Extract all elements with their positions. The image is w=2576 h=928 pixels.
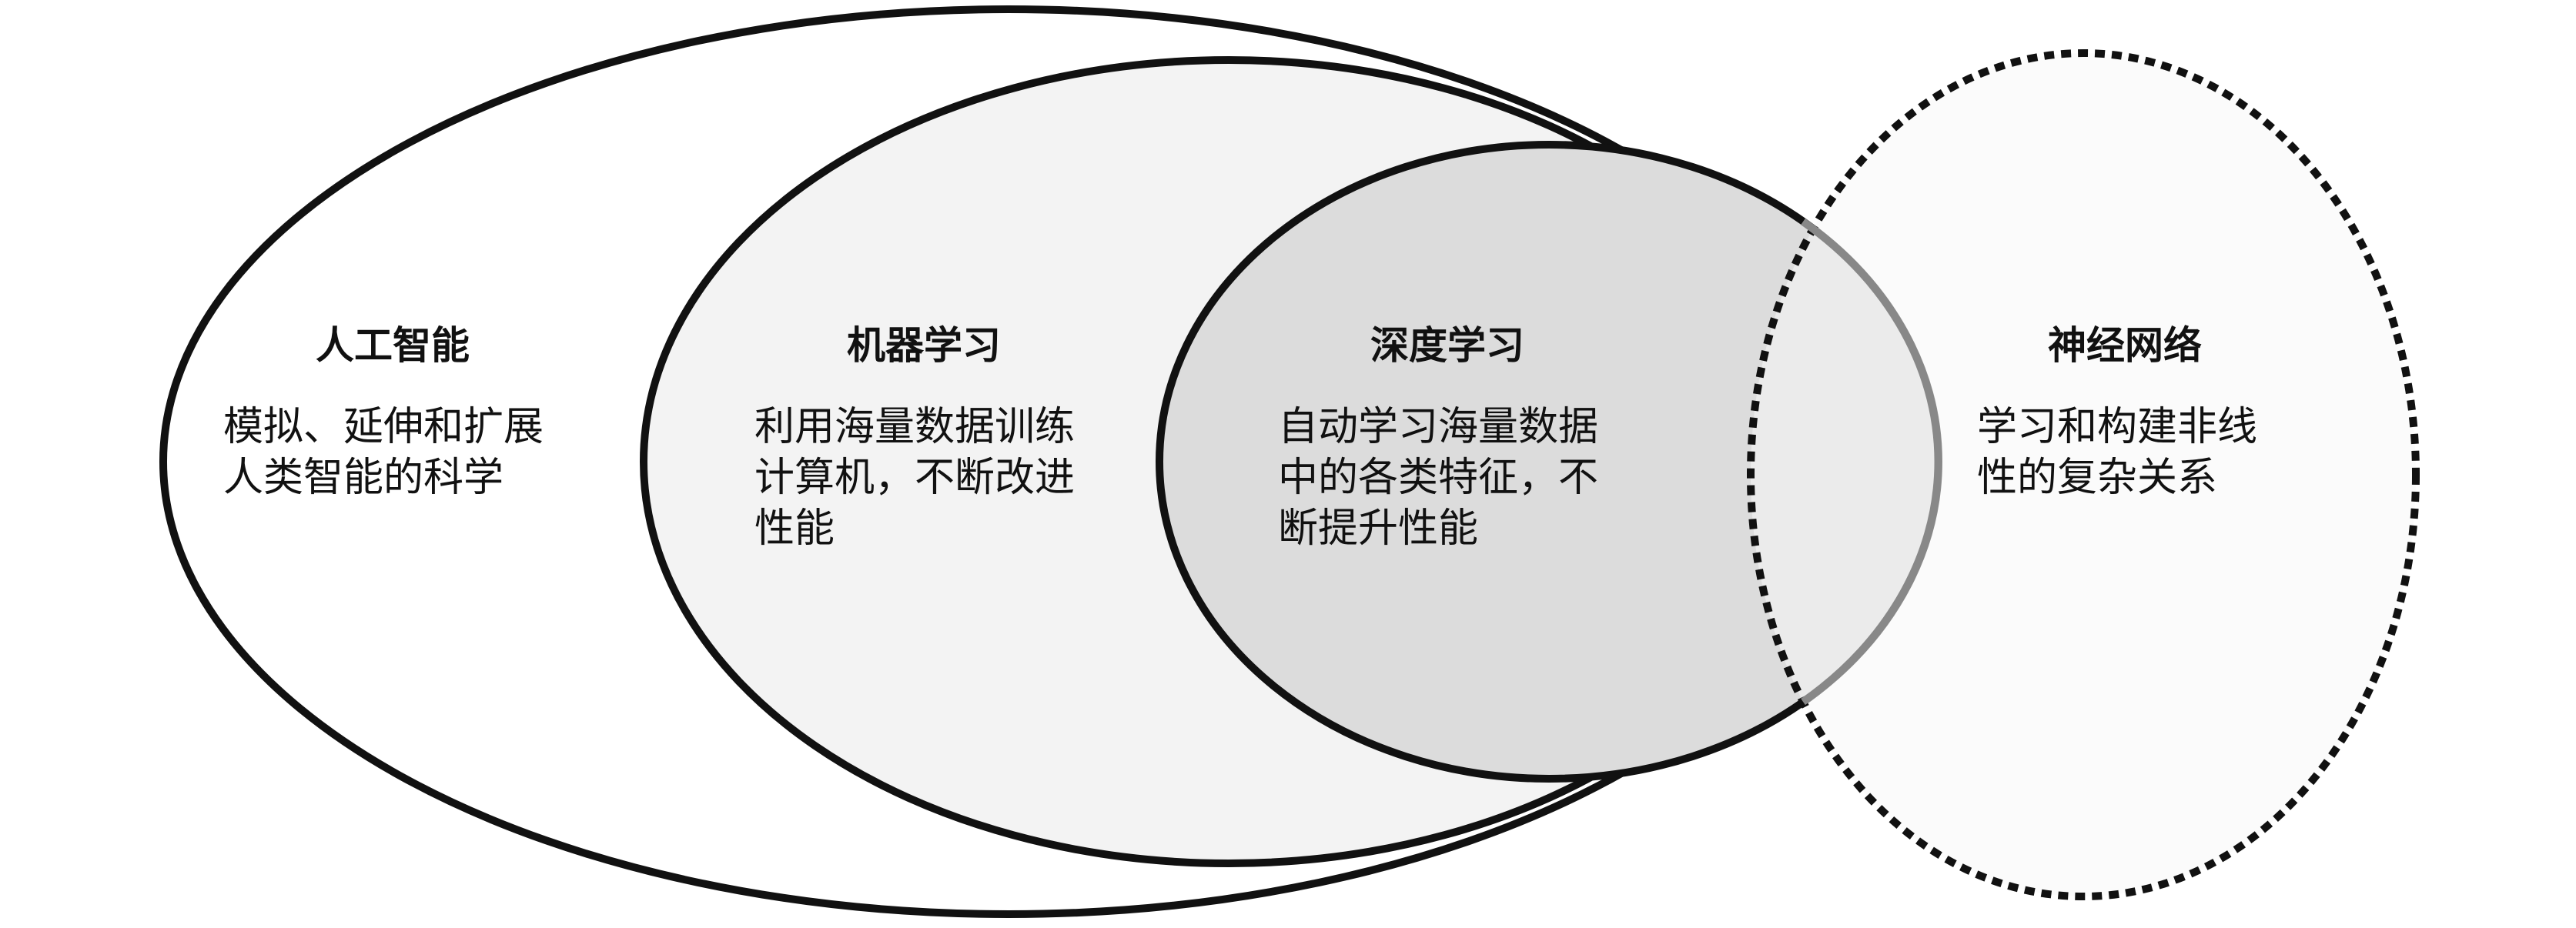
dl-desc-line-1: 自动学习海量数据	[1278, 404, 1598, 450]
nn-title: 神经网络	[2048, 323, 2202, 368]
ai-desc-line-2: 人类智能的科学	[223, 455, 503, 501]
dl-title: 深度学习	[1370, 323, 1524, 368]
ml-desc-line-2: 计算机，不断改进	[754, 455, 1075, 501]
nn-ellipse	[1747, 49, 2420, 900]
ml-desc-line-3: 性能	[754, 506, 835, 552]
nn-desc-line-2: 性的复杂关系	[1977, 455, 2217, 501]
dl-overlap-arc	[1801, 218, 1942, 706]
ml-title: 机器学习	[847, 323, 1001, 368]
ai-title: 人工智能	[316, 323, 470, 368]
dl-desc-line-3: 断提升性能	[1278, 506, 1478, 552]
ai-desc-line-1: 模拟、延伸和扩展	[223, 404, 544, 450]
dl-desc-line-2: 中的各类特征，不	[1278, 455, 1598, 501]
nn-desc-line-1: 学习和构建非线	[1977, 404, 2257, 450]
ml-desc-line-1: 利用海量数据训练	[754, 404, 1075, 450]
